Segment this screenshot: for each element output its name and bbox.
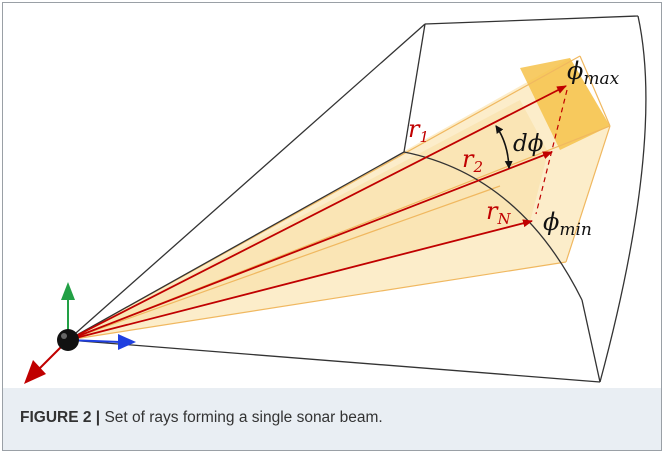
sphere-highlight <box>61 333 67 339</box>
figure-label: FIGURE 2 | <box>20 409 101 426</box>
label-r1: r1 <box>408 115 429 146</box>
figure-caption: FIGURE 2 | Set of rays forming a single … <box>20 409 383 427</box>
caption-band <box>3 388 661 450</box>
frustum-wireframe <box>67 15 647 383</box>
label-phi-min: ϕmin <box>543 208 592 240</box>
caption-text: Set of rays forming a single sonar beam. <box>104 409 383 426</box>
ray-rN <box>67 219 533 341</box>
axis-x-head <box>118 334 136 350</box>
axis-y-head <box>61 282 75 300</box>
dphi-arc-arrow <box>495 125 513 169</box>
label-r2: r2 <box>462 145 483 176</box>
beam-volume <box>68 58 610 340</box>
ray-r2 <box>67 151 553 341</box>
axis-z-head <box>24 360 46 384</box>
beam-face-highlight <box>520 58 610 150</box>
label-phi-max: ϕmax <box>567 57 620 89</box>
ray-r1 <box>67 85 567 341</box>
label-dphi: dϕ <box>513 131 544 157</box>
beam-inner-fan <box>68 100 548 340</box>
sonar-origin-sphere <box>57 329 79 351</box>
label-rN: rN <box>486 197 511 228</box>
